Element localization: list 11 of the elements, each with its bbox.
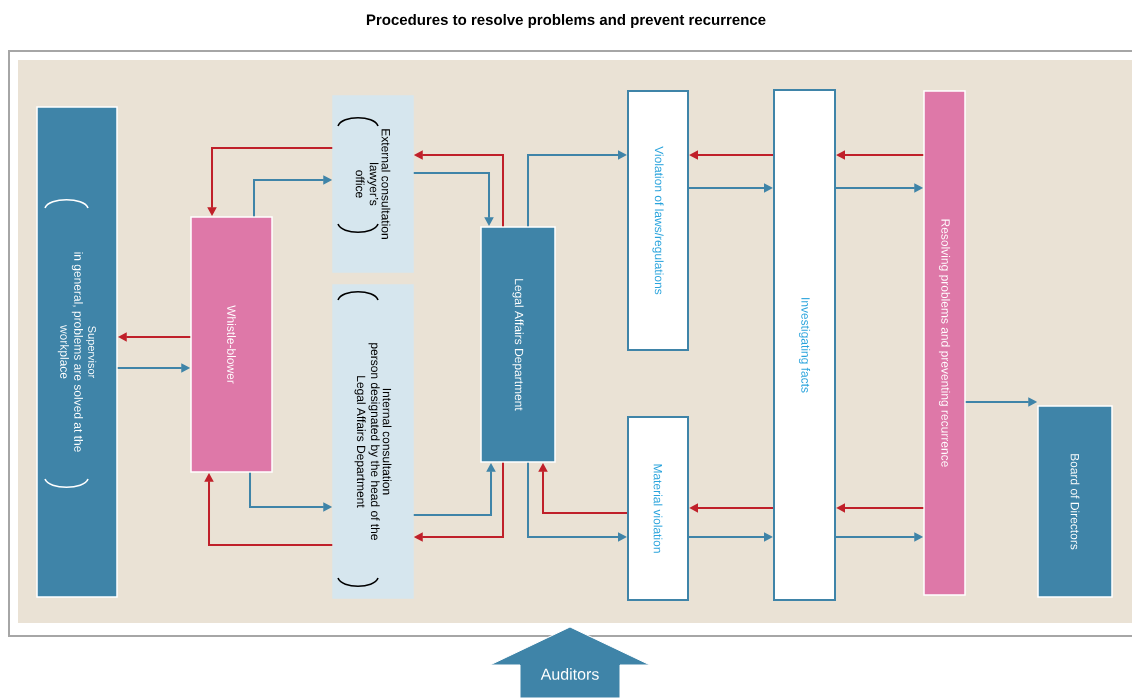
- category-box: Violation of laws/regulations: [627, 90, 689, 351]
- process-box: Resolving problems and preventing recurrence: [923, 90, 966, 596]
- supervisor-box: Supervisor in general, problems are solved at the workplace: [36, 106, 118, 598]
- consultation-box: External consultation lawyer’s office: [332, 95, 414, 273]
- department-box: Legal Affairs Department: [480, 226, 556, 463]
- process-box: Investigating facts: [773, 89, 836, 601]
- process-box: Whistle-blower: [190, 216, 273, 473]
- title: Procedures to resolve problems and prevent recurrence: [366, 14, 766, 28]
- category-box: Material violation: [627, 416, 689, 601]
- consultation-box: Internal consultation person designated by the head of the Legal Affairs Department: [332, 284, 414, 599]
- board-box: Board of Directors: [1037, 405, 1113, 598]
